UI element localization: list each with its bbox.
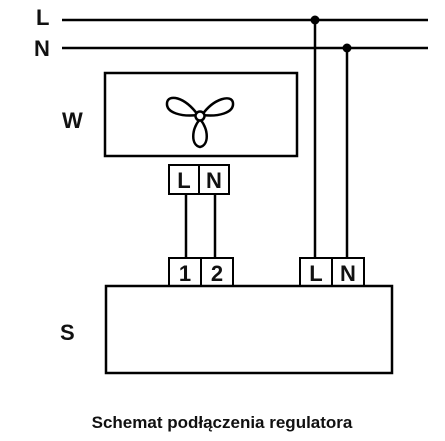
device-s-terminal-n: N	[340, 261, 356, 286]
device-s-terminal-1: 1	[179, 261, 191, 286]
device-s-box	[104, 284, 394, 375]
diagram-caption: Schemat podłączenia regulatora	[92, 413, 353, 432]
device-w-label: W	[62, 108, 83, 133]
device-s-terminal-l: L	[309, 261, 322, 286]
line-l-label: L	[36, 5, 49, 30]
device-w-terminal-l: L	[177, 168, 190, 193]
fan-icon	[165, 96, 235, 149]
device-s-terminal-n-box	[331, 257, 365, 287]
device-s-label: S	[60, 320, 75, 345]
device-w-terminal-l-box	[168, 164, 200, 195]
device-s-terminal-2: 2	[211, 261, 223, 286]
device-w-terminal-n: N	[206, 168, 222, 193]
line-n-label: N	[34, 36, 50, 61]
